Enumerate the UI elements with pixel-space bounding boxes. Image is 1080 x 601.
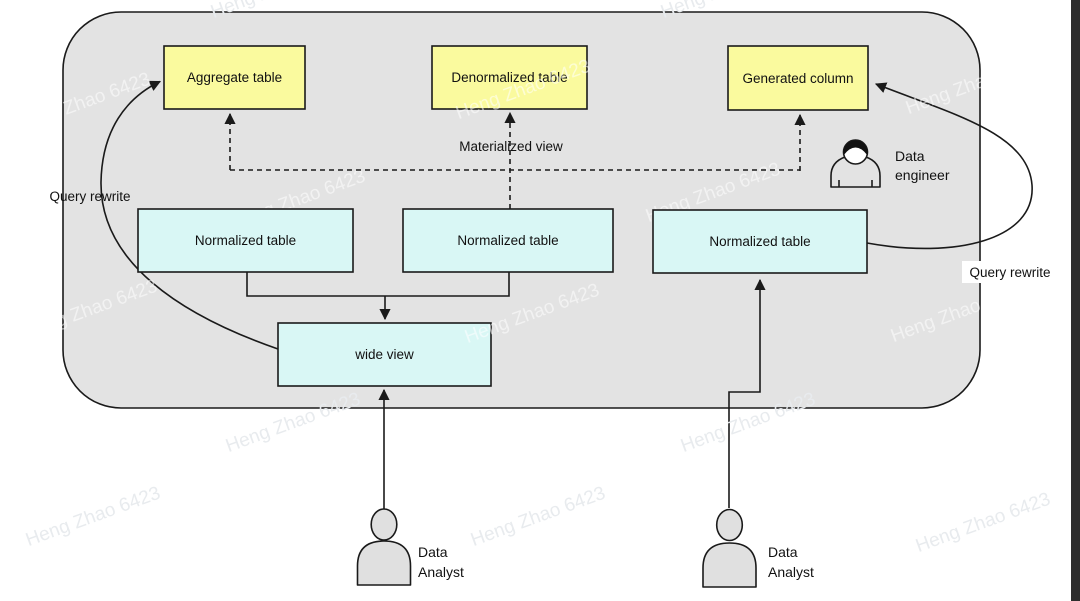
normalized-table-middle-label: Normalized table xyxy=(457,233,558,248)
normalized-table-right-label: Normalized table xyxy=(709,234,810,249)
label-background xyxy=(962,261,1059,283)
node-generated-column: Generated column xyxy=(727,45,869,111)
node-normalized-table-right: Normalized table xyxy=(652,209,868,274)
query-rewrite-right-label-group: Query rewrite xyxy=(962,261,1059,283)
materialized-view-label: Materialized view xyxy=(459,139,563,154)
node-wide-view: wide view xyxy=(277,322,492,387)
data-engineer-label-line1: Data xyxy=(895,148,925,164)
data-analyst-left: Data Analyst xyxy=(356,508,464,586)
query-rewrite-left-label: Query rewrite xyxy=(49,189,130,204)
normalized-table-left-label: Normalized table xyxy=(195,233,296,248)
normalized-table-middle-box xyxy=(402,208,614,273)
data-analyst-head-icon xyxy=(370,508,398,541)
data-analyst-body-icon xyxy=(356,540,412,586)
watermark-text: Heng Zhao 6423 xyxy=(23,483,163,551)
node-normalized-table-middle: Normalized table xyxy=(402,208,614,273)
denormalized-table-box xyxy=(431,45,588,110)
wide-view-box xyxy=(277,322,492,387)
generated-column-label: Generated column xyxy=(742,71,853,86)
node-aggregate-table: Aggregate table xyxy=(163,45,306,110)
node-denormalized-table: Denormalized table xyxy=(431,45,588,110)
data-engineer-hair-icon xyxy=(843,140,868,155)
data-engineer: Data engineer xyxy=(830,139,950,188)
materialized-view-edges xyxy=(224,111,806,209)
denormalized-table-label: Denormalized table xyxy=(451,70,567,85)
node-normalized-table-left: Normalized table xyxy=(137,208,354,273)
data-analyst-right-label-line1: Data xyxy=(768,544,798,560)
window-edge-strip xyxy=(1071,0,1080,601)
data-analyst-body-icon xyxy=(702,542,757,588)
edge-query-rewrite-left xyxy=(100,80,279,350)
edge-tables-join xyxy=(246,272,510,297)
edge-query-rewrite-right xyxy=(866,82,1033,250)
query-rewrite-right-label: Query rewrite xyxy=(969,265,1050,280)
wide-view-label: wide view xyxy=(354,347,414,362)
generated-column-box xyxy=(727,45,869,111)
normalized-table-right-box xyxy=(652,209,868,274)
edge-analyst-right-to-normalized-table xyxy=(728,278,766,508)
watermark-text: Heng Zhao 6423 xyxy=(913,489,1053,557)
data-engineer-label-line2: engineer xyxy=(895,167,950,183)
watermark-text: Heng Zhao 6423 xyxy=(468,483,608,551)
data-analyst-right-label-line2: Analyst xyxy=(768,564,814,580)
data-analyst-left-label-line2: Analyst xyxy=(418,564,464,580)
data-analyst-right: Data Analyst xyxy=(702,508,814,588)
join-edges xyxy=(246,272,510,321)
aggregate-table-label: Aggregate table xyxy=(187,70,282,85)
data-analyst-left-label-line1: Data xyxy=(418,544,448,560)
aggregate-table-box xyxy=(163,45,306,110)
data-analyst-head-icon xyxy=(715,508,744,542)
normalized-table-left-box xyxy=(137,208,354,273)
